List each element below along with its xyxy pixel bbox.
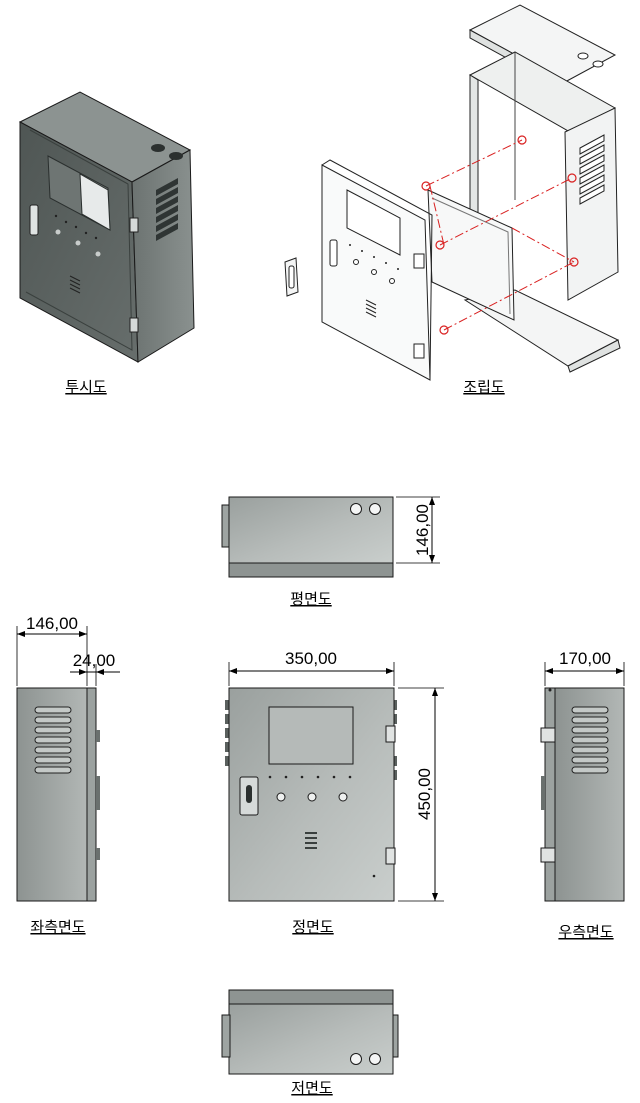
right-side-view xyxy=(540,687,625,902)
assembly-markers xyxy=(421,135,579,335)
left-view-depth-dimension: 146,00 24,00 xyxy=(16,614,120,686)
caption-front: 정면도 xyxy=(292,918,334,936)
dimension-left-offset: 24,00 xyxy=(73,651,116,670)
caption-assembly: 조립도 xyxy=(463,378,505,396)
caption-isometric: 투시도 xyxy=(65,378,107,396)
dimension-front-height: 450,00 xyxy=(415,768,434,820)
front-view-height-dimension: 450,00 xyxy=(398,687,444,902)
isometric-view xyxy=(18,91,195,363)
left-side-view xyxy=(16,687,100,902)
mounting-plate-part xyxy=(427,189,515,321)
dimension-top-depth: 146,00 xyxy=(413,504,432,556)
bottom-view xyxy=(221,989,399,1075)
caption-top: 평면도 xyxy=(290,590,332,608)
caption-bottom: 저면도 xyxy=(291,1079,333,1097)
caption-left: 좌측면도 xyxy=(30,918,85,936)
top-view-depth-dimension: 146,00 xyxy=(396,496,440,564)
dimension-right-depth: 170,00 xyxy=(559,649,611,668)
top-view xyxy=(221,496,394,578)
dimension-left-depth: 146,00 xyxy=(26,614,78,633)
body-side-part xyxy=(564,107,619,301)
dimension-front-width: 350,00 xyxy=(285,649,337,668)
right-view-depth-dimension: 170,00 xyxy=(544,649,625,686)
caption-right: 우측면도 xyxy=(558,923,613,941)
front-view-width-dimension: 350,00 xyxy=(228,649,395,686)
front-view xyxy=(225,687,397,902)
assembly-view xyxy=(284,4,621,381)
